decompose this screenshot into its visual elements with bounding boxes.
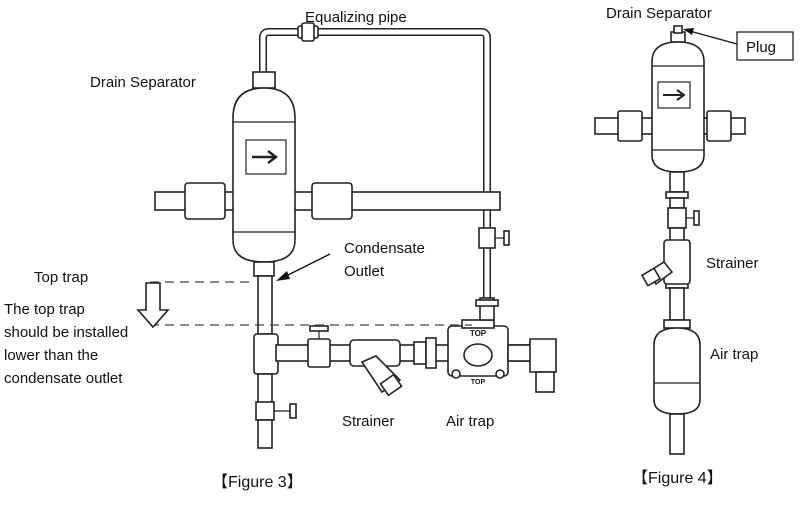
outlet-elbow — [507, 338, 557, 393]
label-drain-separator-fig3: Drain Separator — [90, 74, 196, 91]
main-pipe — [154, 182, 501, 220]
strainer-fig4 — [640, 239, 691, 287]
trap-marking-bottom: TOP — [471, 379, 486, 386]
label-strainer-fig3: Strainer — [342, 413, 395, 430]
condensate-outlet-arrow — [276, 253, 331, 281]
air-trap-fig3: TOP TOP — [447, 297, 509, 386]
drain-pipe — [253, 275, 297, 449]
figure-3: TOP TOP Equal — [4, 9, 557, 491]
caption-figure-3: 【Figure 3】 — [212, 474, 303, 491]
label-condensate: Condensate — [344, 240, 425, 257]
label-drain-separator-fig4: Drain Separator — [606, 5, 712, 22]
note-line-4: condensate outlet — [4, 370, 123, 387]
label-air-trap-fig4: Air trap — [710, 346, 758, 363]
label-equalizing-pipe: Equalizing pipe — [305, 9, 407, 26]
drain-separator-fig4 — [651, 25, 705, 173]
label-air-trap-fig3: Air trap — [446, 413, 494, 430]
level-arrow-icon — [136, 282, 170, 329]
trap-marking-top: TOP — [470, 329, 487, 338]
note-line-3: lower than the — [4, 347, 98, 364]
plug-callout: Plug — [683, 28, 794, 61]
label-plug: Plug — [746, 39, 776, 56]
label-outlet: Outlet — [344, 263, 385, 280]
equalizing-pipe — [259, 22, 491, 312]
equalizing-valve — [478, 227, 510, 249]
note-line-2: should be installed — [4, 324, 128, 341]
note-line-1: The top trap — [4, 301, 85, 318]
strainer-fig3 — [349, 339, 403, 397]
air-trap-fig4 — [653, 327, 701, 455]
label-strainer-fig4: Strainer — [706, 255, 759, 272]
caption-figure-4: 【Figure 4】 — [632, 470, 723, 487]
drain-separator-vessel — [232, 71, 296, 277]
figure-4: Plug Drain Separator — [594, 5, 794, 487]
label-top-trap: Top trap — [34, 269, 88, 286]
